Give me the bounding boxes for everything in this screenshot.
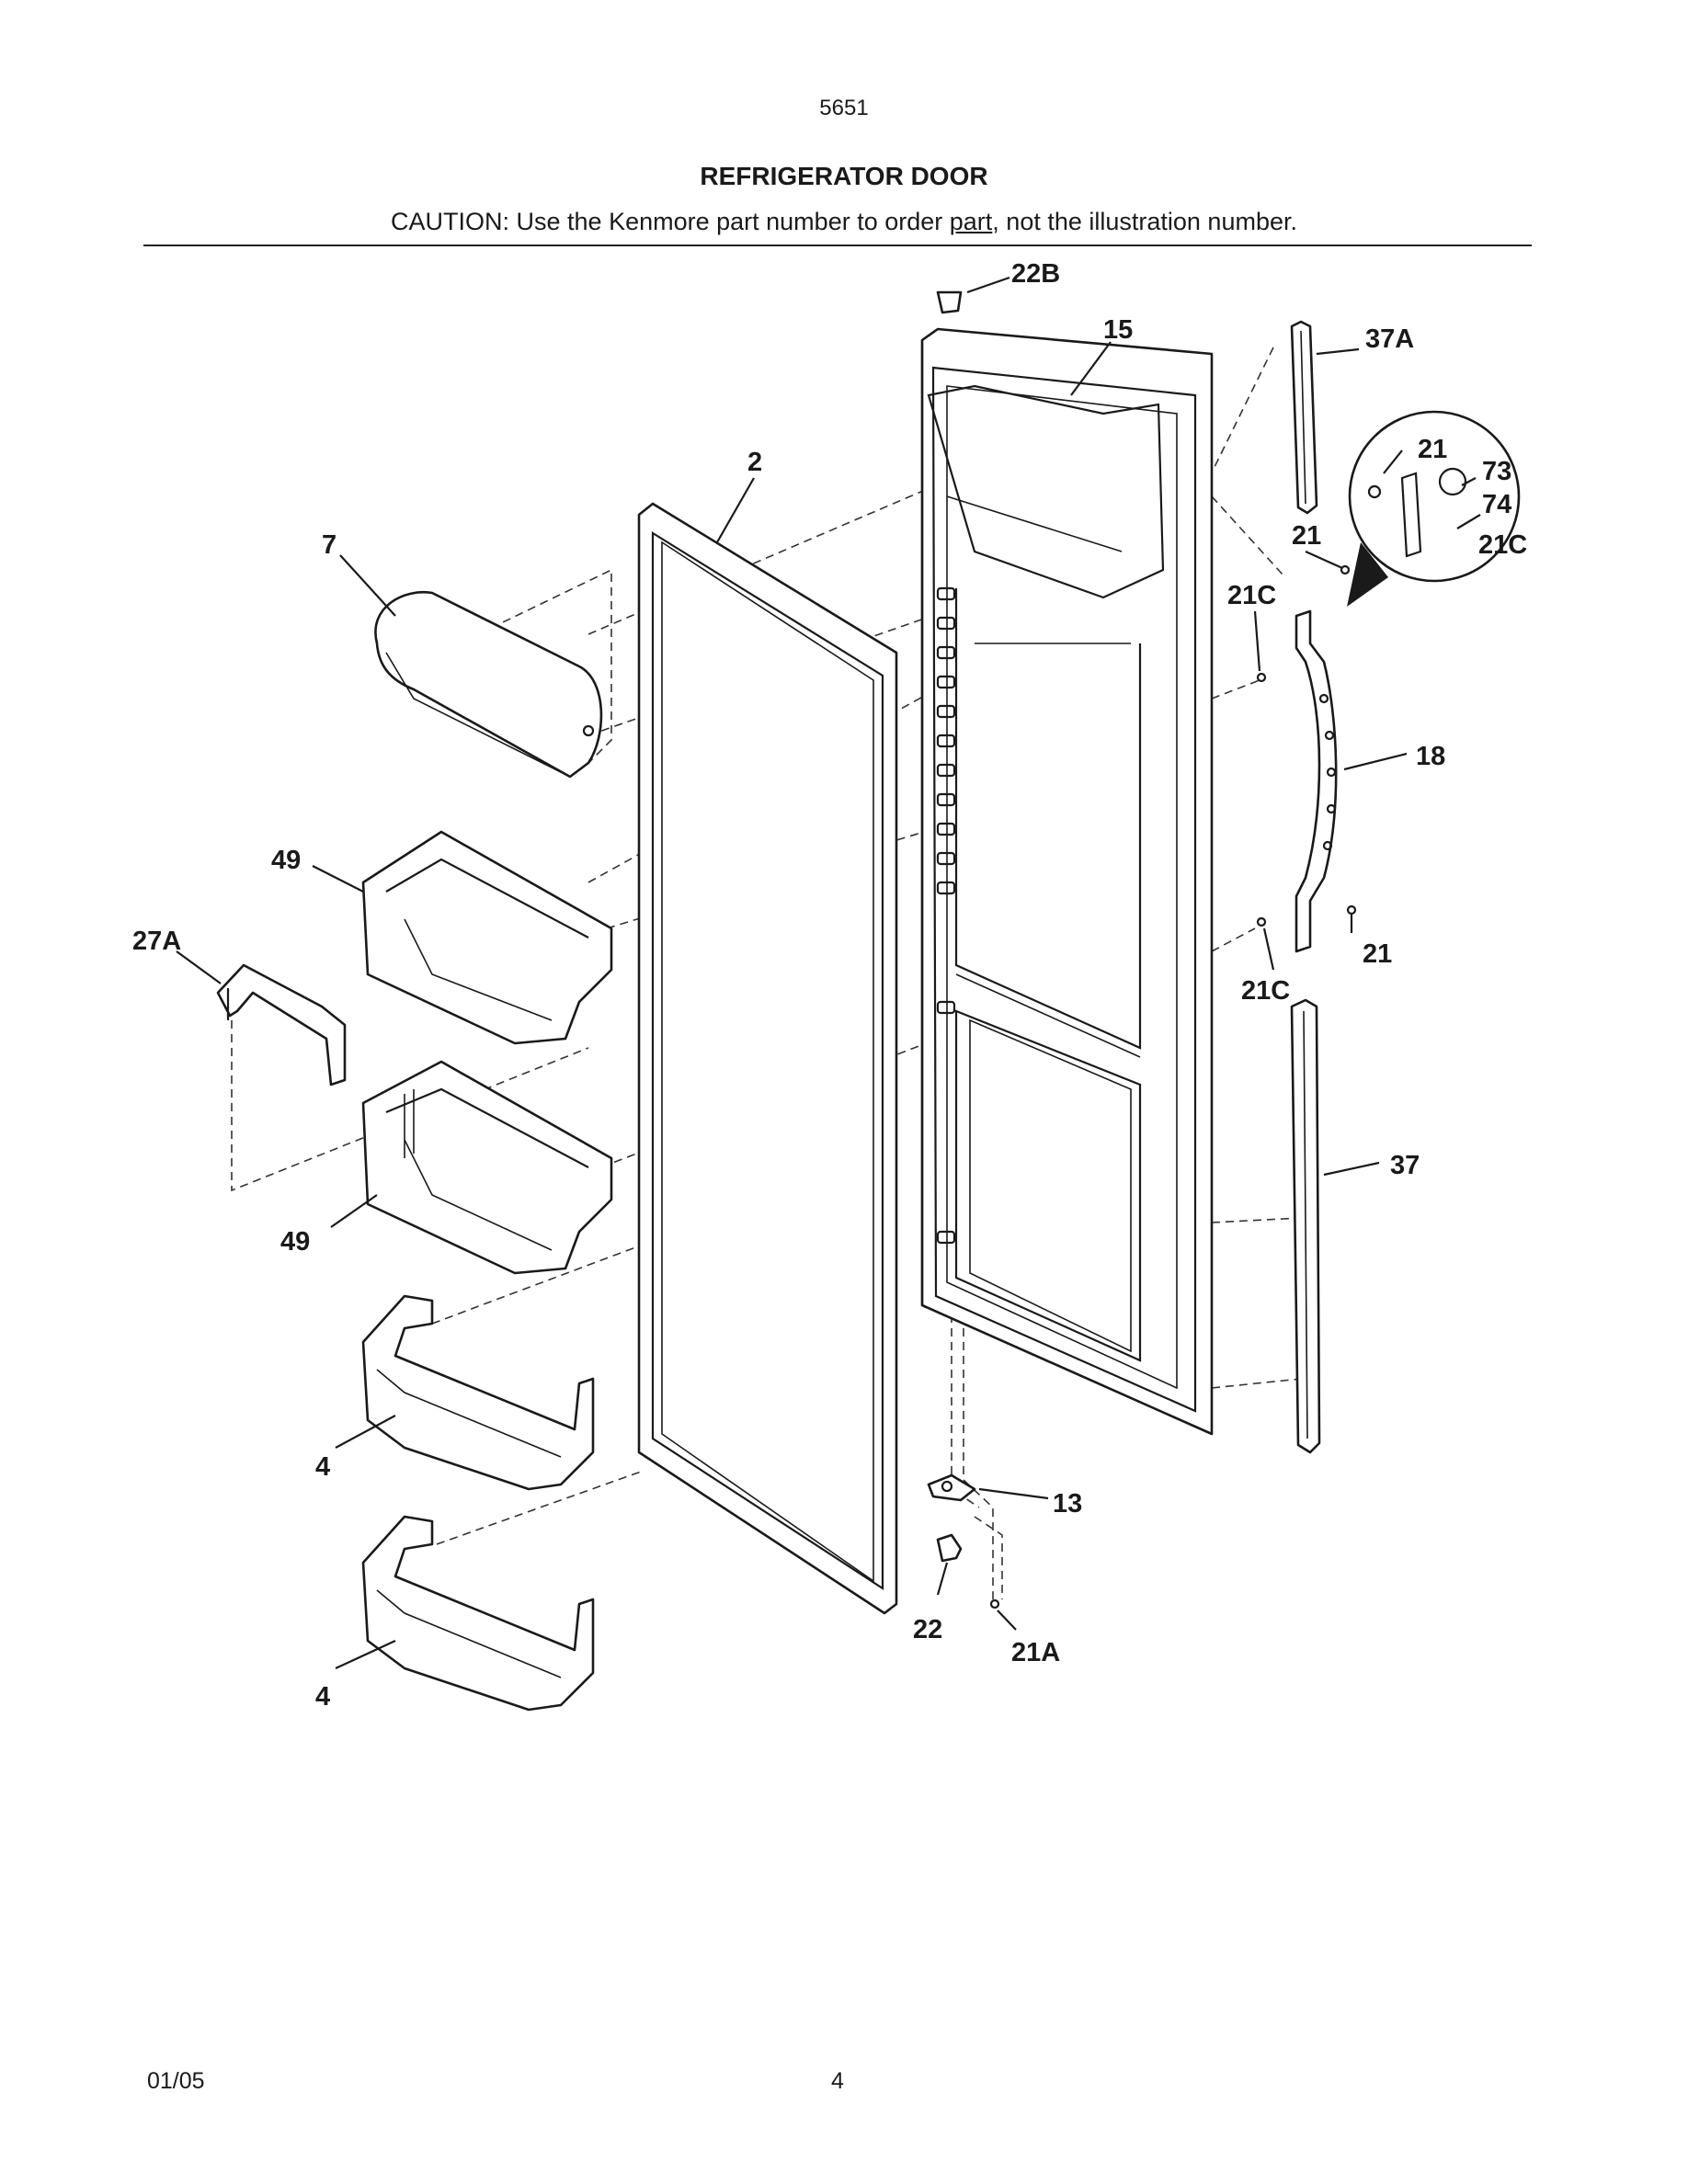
door-outer-panel [920,327,1214,1436]
model-number: 5651 [819,96,869,120]
page-number: 4 [831,2068,844,2094]
callout-21A: 21A [1011,1638,1060,1667]
callout-27A: 27A [132,927,181,956]
callout-18: 18 [1416,742,1445,771]
callout-21-detail: 21 [1418,435,1447,464]
callout-7: 7 [322,530,336,560]
door-shelf-lower [361,1515,595,1712]
callout-15: 15 [1103,315,1133,345]
screws [989,564,1357,1610]
caution-underlined-word: part [949,208,993,235]
callout-13: 13 [1053,1489,1082,1519]
callout-21C-upper: 21C [1227,581,1276,610]
lower-hinge-bracket [927,1473,976,1502]
door-trim-upper [1290,320,1318,515]
callout-74: 74 [1482,490,1511,519]
callout-21C-lower: 21C [1241,976,1290,1006]
lower-hinge-pin [936,1533,963,1563]
callout-4-lower: 4 [315,1682,330,1712]
caution-text-end: , not the illustration number. [992,208,1297,235]
door-shelf-upper [361,1294,595,1491]
header-rule [143,245,1532,246]
door-shelf-bosses [936,586,956,1245]
callout-2: 2 [747,448,762,477]
callout-73: 73 [1482,457,1511,486]
door-gasket [637,502,898,1615]
door-handle [1295,609,1338,953]
footer-date: 01/05 [147,2068,205,2094]
page-title: REFRIGERATOR DOOR [700,162,988,190]
callout-37: 37 [1390,1151,1420,1180]
handle-detail-inset [1347,410,1521,607]
callout-22B: 22B [1011,259,1060,289]
door-trim-lower [1290,998,1321,1454]
door-bin-lower [361,1060,613,1275]
door-liner [927,384,1165,1362]
callout-22: 22 [913,1615,942,1644]
callout-21-upper: 21 [1292,521,1321,551]
callout-21C-detail: 21C [1478,530,1527,560]
door-bin-upper [361,830,613,1045]
callout-49-upper: 49 [271,846,301,875]
callout-49-lower: 49 [280,1227,310,1257]
caution-text-start: CAUTION: Use the Kenmore part number to … [391,208,950,235]
bin-retainer-handle [216,963,347,1086]
callout-21-lower: 21 [1363,939,1392,969]
leader-lines [176,276,1481,1669]
dairy-compartment-cover [374,590,603,779]
callout-4-upper: 4 [315,1452,330,1482]
caution-note: CAUTION: Use the Kenmore part number to … [0,208,1688,236]
callout-37A: 37A [1365,324,1414,354]
hinge-cap [936,290,963,314]
